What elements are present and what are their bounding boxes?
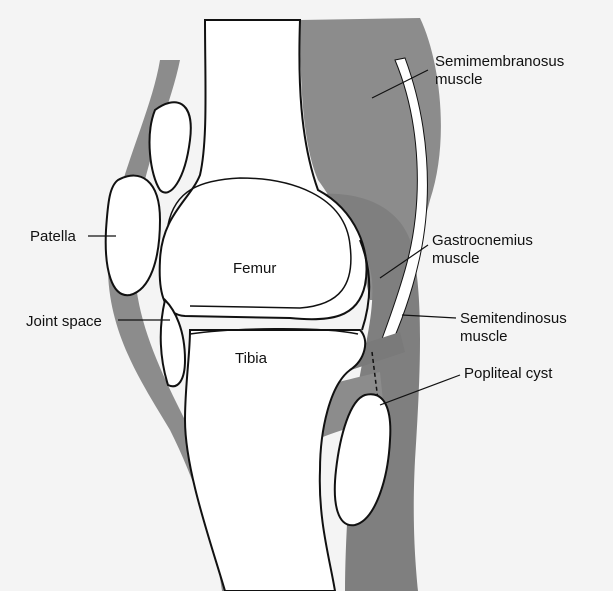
popliteal-cyst-label: Popliteal cyst — [464, 365, 552, 383]
joint-space-label: Joint space — [26, 313, 102, 331]
patella-label: Patella — [30, 228, 76, 246]
gastrocnemius-label-line1: Gastrocnemius — [432, 232, 533, 250]
semimembranosus-label-line1: Semimembranosus — [435, 53, 564, 71]
semitendinosus-label: Semitendinosus muscle — [460, 310, 567, 346]
gastrocnemius-label: Gastrocnemius muscle — [432, 232, 533, 268]
tibia-label: Tibia — [235, 350, 267, 368]
semimembranosus-label: Semimembranosus muscle — [435, 53, 564, 89]
semitendinosus-label-line2: muscle — [460, 328, 567, 346]
semimembranosus-label-line2: muscle — [435, 71, 564, 89]
femur-label: Femur — [233, 260, 276, 278]
gastrocnemius-label-line2: muscle — [432, 250, 533, 268]
semitendinosus-label-line1: Semitendinosus — [460, 310, 567, 328]
